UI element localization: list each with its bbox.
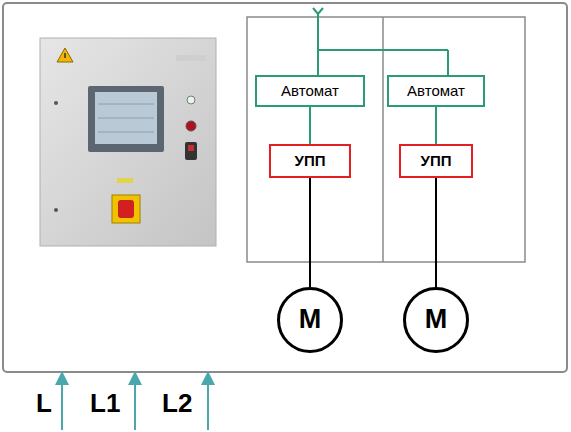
node-label: Автомат	[407, 83, 465, 100]
node-label: УПП	[421, 153, 452, 170]
control-panel	[40, 38, 216, 246]
soft-starter-box: УПП	[399, 144, 473, 178]
node-label: M	[425, 305, 448, 335]
node-label: M	[299, 305, 322, 335]
wire-connector	[435, 107, 437, 144]
node-label: УПП	[295, 153, 326, 170]
breaker-box: Автомат	[255, 75, 365, 107]
motor-circle: M	[403, 287, 469, 353]
breaker-box: Автомат	[387, 75, 485, 107]
wire-connector	[309, 107, 311, 144]
soft-starter-box: УПП	[269, 144, 351, 178]
feed-wire	[313, 8, 448, 75]
wire-connector	[309, 178, 311, 287]
cabinet-outline	[247, 17, 525, 262]
outer-frame	[3, 3, 567, 372]
phase-label: L	[36, 390, 52, 416]
supply-arrows	[62, 378, 208, 430]
cabinet-divider	[382, 17, 384, 262]
phase-label: L1	[90, 390, 120, 416]
node-label: Автомат	[281, 83, 339, 100]
wire-connector	[435, 178, 437, 287]
phase-label: L2	[162, 390, 192, 416]
motor-circle: M	[277, 287, 343, 353]
